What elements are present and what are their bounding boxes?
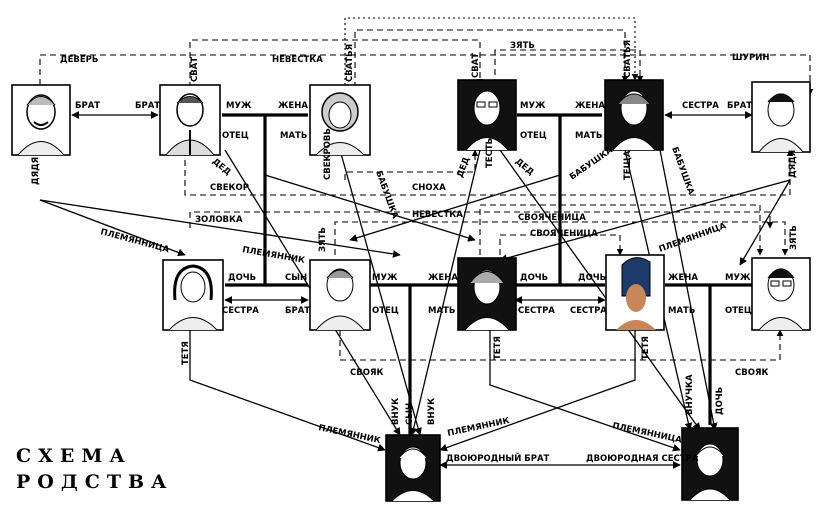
portraits <box>11 79 811 502</box>
granddaughter-portrait <box>681 427 739 501</box>
label-sestra-top: СЕСТРА <box>682 101 719 111</box>
label-muzh3: МУЖ <box>372 273 398 283</box>
mother-in-law-portrait <box>604 79 664 151</box>
label-tetya-l: ТЕТЯ <box>181 341 191 365</box>
label-svekrov: СВЕКРОВЬ <box>323 128 333 180</box>
label-svat-top2: СВАТ <box>471 53 481 78</box>
blood-connections <box>39 111 791 469</box>
mother-portrait <box>457 257 517 331</box>
label-tetya-m: ТЕТЯ <box>493 336 503 360</box>
label-zhena4: ЖЕНА <box>668 273 698 283</box>
label-zyat-right: ЗЯТЬ <box>789 225 799 250</box>
label-otets1: ОТЕЦ <box>222 131 249 141</box>
label-ded1: ДЕД <box>210 157 233 178</box>
label-sestra2: СЕСТРА <box>518 306 555 316</box>
label-svatya-top: СВАТЬЯ <box>345 44 355 82</box>
label-shurin: ШУРИН <box>732 53 770 63</box>
label-otets4: ОТЕЦ <box>725 306 752 316</box>
label-svoyachenitsa1: СВОЯЧЕНИЦА <box>518 213 586 223</box>
label-zolovka: ЗОЛОВКА <box>195 215 243 225</box>
label-plemyannik-b1: ПЛЕМЯННИК <box>317 423 381 446</box>
label-nevestka-mid: НЕВЕСТКА <box>412 210 463 220</box>
label-muzh1: МУЖ <box>226 101 252 111</box>
label-doch4: ДОЧЬ <box>715 387 725 415</box>
label-plemyannik-l: ПЛЕМЯННИК <box>241 245 305 266</box>
label-dever: ДЕВЕРЬ <box>60 55 98 65</box>
label-plemyannitsa-r: ПЛЕМЯННИЦА <box>658 221 728 255</box>
label-syn2: СЫН <box>405 403 415 425</box>
label-zyat-mid: ЗЯТЬ <box>318 227 328 252</box>
label-zhena2: ЖЕНА <box>575 101 605 111</box>
label-vnuk1: ВНУК <box>391 398 401 425</box>
label-mat1: МАТЬ <box>280 131 307 141</box>
label-babushka2: БАБУШКА <box>568 145 615 182</box>
label-svat-top: СВАТ <box>190 57 200 82</box>
label-muzh2: МУЖ <box>520 101 546 111</box>
title-line-2: РОДСТВА <box>16 471 174 493</box>
label-otets3: ОТЕЦ <box>372 306 399 316</box>
label-dyadya-left: ДЯДЯ <box>31 157 41 185</box>
father-portrait <box>309 259 371 331</box>
aunt-left-portrait <box>162 259 224 331</box>
label-svekor: СВЕКОР <box>210 183 249 193</box>
label-zhena3: ЖЕНА <box>428 273 458 283</box>
label-plemyannitsa-l: ПЛЕМЯННИЦА <box>99 227 170 255</box>
label-teshcha: ТЕЩА <box>623 150 633 180</box>
label-brat2: БРАТ <box>135 101 160 111</box>
label-plemyannitsa-b: ПЛЕМЯННИЦА <box>611 421 683 446</box>
label-nevestka-top: НЕВЕСТКА <box>272 55 323 65</box>
relationship-labels: БРАТ БРАТ ДЕВЕРЬ НЕВЕСТКА СВАТ СВАТЬЯ СВ… <box>31 40 799 464</box>
label-svoyachenitsa2: СВОЯЧЕНИЦА <box>530 229 598 239</box>
label-svatya-top2: СВАТЬЯ <box>623 40 633 78</box>
label-snokha: СНОХА <box>412 183 446 193</box>
label-zhena1: ЖЕНА <box>278 101 308 111</box>
label-otets2: ОТЕЦ <box>520 131 547 141</box>
label-mat2: МАТЬ <box>575 131 602 141</box>
label-doch3: ДОЧЬ <box>578 273 606 283</box>
label-svoyak1: СВОЯК <box>350 368 383 378</box>
uncle-right-portrait <box>751 257 811 331</box>
label-brat3: БРАТ <box>285 306 310 316</box>
label-dvoyur-brat: ДВОЮРОДНЫЙ БРАТ <box>446 452 550 464</box>
label-syn1: СЫН <box>285 273 307 283</box>
label-doch2: ДОЧЬ <box>520 273 548 283</box>
label-ded3: ДЕД <box>513 157 536 178</box>
label-dyadya-right: ДЯДЯ <box>788 150 798 178</box>
man-portrait-brother <box>159 84 221 156</box>
label-tetya-r: ТЕТЯ <box>641 336 651 360</box>
label-brat1: БРАТ <box>75 101 100 111</box>
grandfather-portrait <box>457 79 517 151</box>
aunt-right-nefertiti-portrait <box>605 254 665 331</box>
label-sestra3: СЕСТРА <box>570 306 607 316</box>
label-babushka3: БАБУШКА <box>669 146 696 197</box>
label-dvoyur-sestra: ДВОЮРОДНАЯ СЕСТРА <box>586 454 699 464</box>
label-muzh4: МУЖ <box>725 273 751 283</box>
label-mat4: МАТЬ <box>668 306 695 316</box>
label-sestra1: СЕСТРА <box>222 306 259 316</box>
label-vnuchka: ВНУЧКА <box>685 374 695 415</box>
brother-right-portrait <box>751 81 811 153</box>
uncle-portrait <box>11 84 71 156</box>
label-mat3: МАТЬ <box>428 306 455 316</box>
label-vnuk2: ВНУК <box>427 398 437 425</box>
label-ded2: ДЕД <box>455 156 472 180</box>
label-doch1: ДОЧЬ <box>228 273 256 283</box>
diagram-title: СХЕМА РОДСТВА <box>16 445 174 493</box>
label-svoyak2: СВОЯК <box>735 368 768 378</box>
grandson-portrait <box>385 434 441 502</box>
label-brat-top-r: БРАТ <box>727 101 752 111</box>
label-test: ТЕСТЬ <box>485 138 495 168</box>
title-line-1: СХЕМА <box>16 445 132 467</box>
label-zyat-top: ЗЯТЬ <box>510 41 535 51</box>
grandmother-portrait <box>309 84 371 156</box>
